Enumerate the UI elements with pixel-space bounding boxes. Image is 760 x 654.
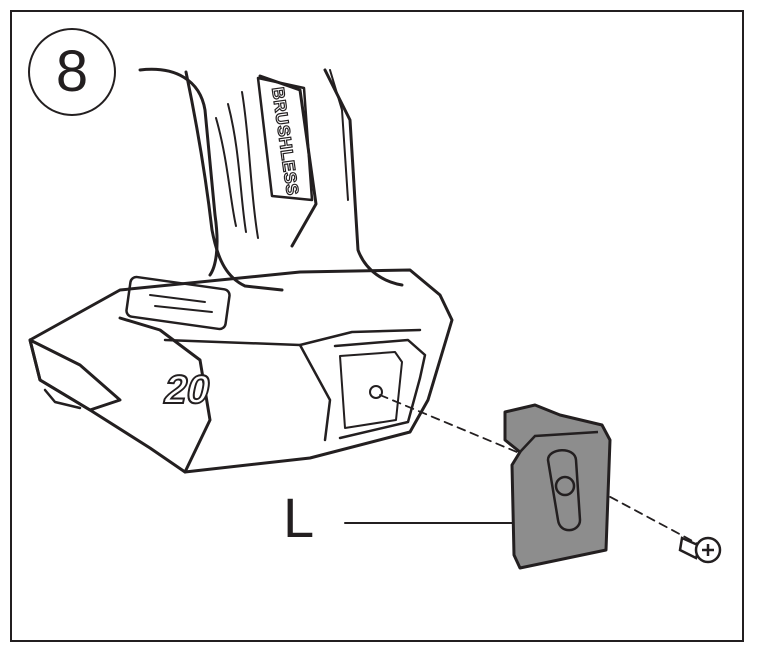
alignment-guide: [379, 394, 701, 546]
callout-label: L: [283, 486, 315, 549]
diagram-frame: [10, 10, 744, 642]
tool-base: [28, 268, 454, 474]
step-number-badge: 8: [28, 28, 116, 116]
brushless-badge: BRUSHLESS: [268, 86, 302, 197]
screw-icon: [678, 536, 722, 564]
step-number: 8: [55, 39, 89, 104]
belt-clip: [503, 403, 612, 570]
tool-handle: [138, 67, 404, 292]
voltage-badge: 20: [160, 366, 214, 411]
badge-panel: [256, 76, 314, 202]
